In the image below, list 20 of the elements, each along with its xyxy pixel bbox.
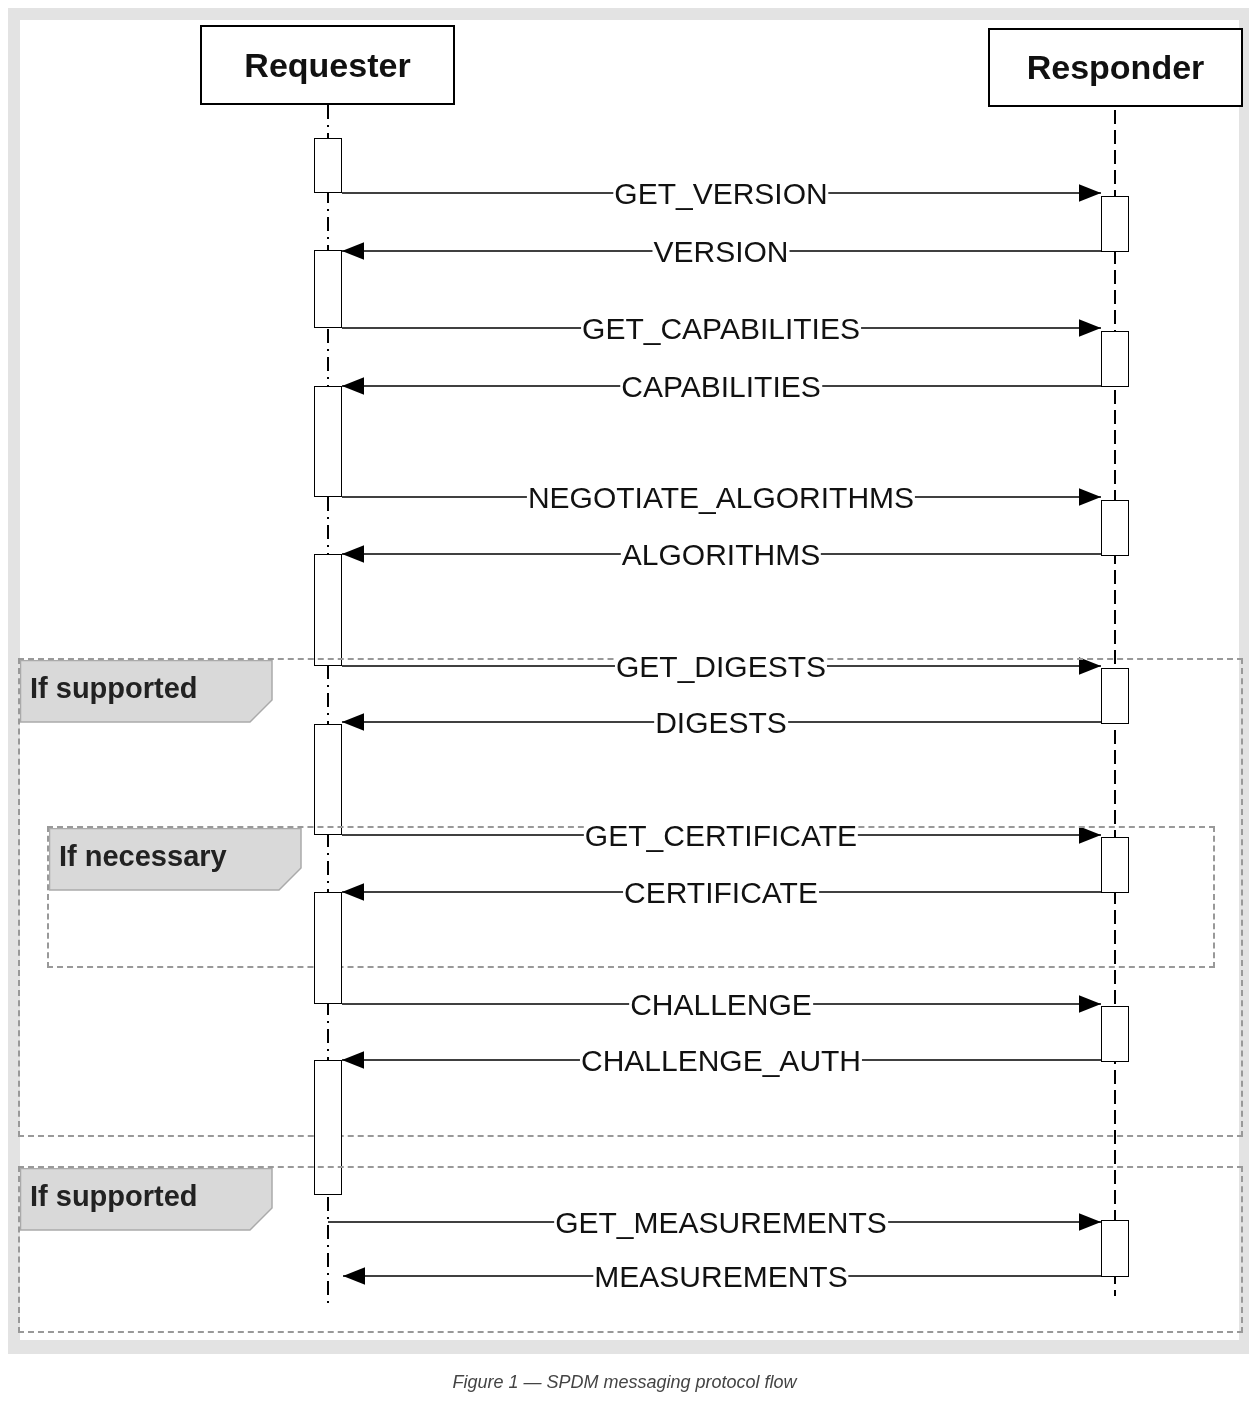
activation-bar bbox=[1101, 500, 1129, 556]
activation-bar bbox=[1101, 837, 1129, 893]
activation-bar bbox=[1101, 1006, 1129, 1062]
frame-label: If necessary bbox=[59, 840, 227, 873]
activation-bar bbox=[1101, 331, 1129, 387]
frame-label: If supported bbox=[30, 1180, 198, 1213]
activation-bar bbox=[314, 554, 342, 666]
activation-bar bbox=[1101, 1220, 1129, 1277]
activation-bar bbox=[1101, 668, 1129, 724]
activation-bar bbox=[314, 892, 342, 1004]
activation-bar bbox=[314, 138, 342, 193]
activation-bar bbox=[1101, 196, 1129, 252]
frame-label: If supported bbox=[30, 672, 198, 705]
participant-box: Requester bbox=[200, 25, 455, 105]
activation-bar bbox=[314, 724, 342, 835]
activation-bar bbox=[314, 386, 342, 497]
figure-caption: Figure 1 — SPDM messaging protocol flow bbox=[451, 1372, 799, 1393]
participant-box: Responder bbox=[988, 28, 1243, 107]
activation-bar bbox=[314, 250, 342, 328]
activation-bar bbox=[314, 1060, 342, 1195]
